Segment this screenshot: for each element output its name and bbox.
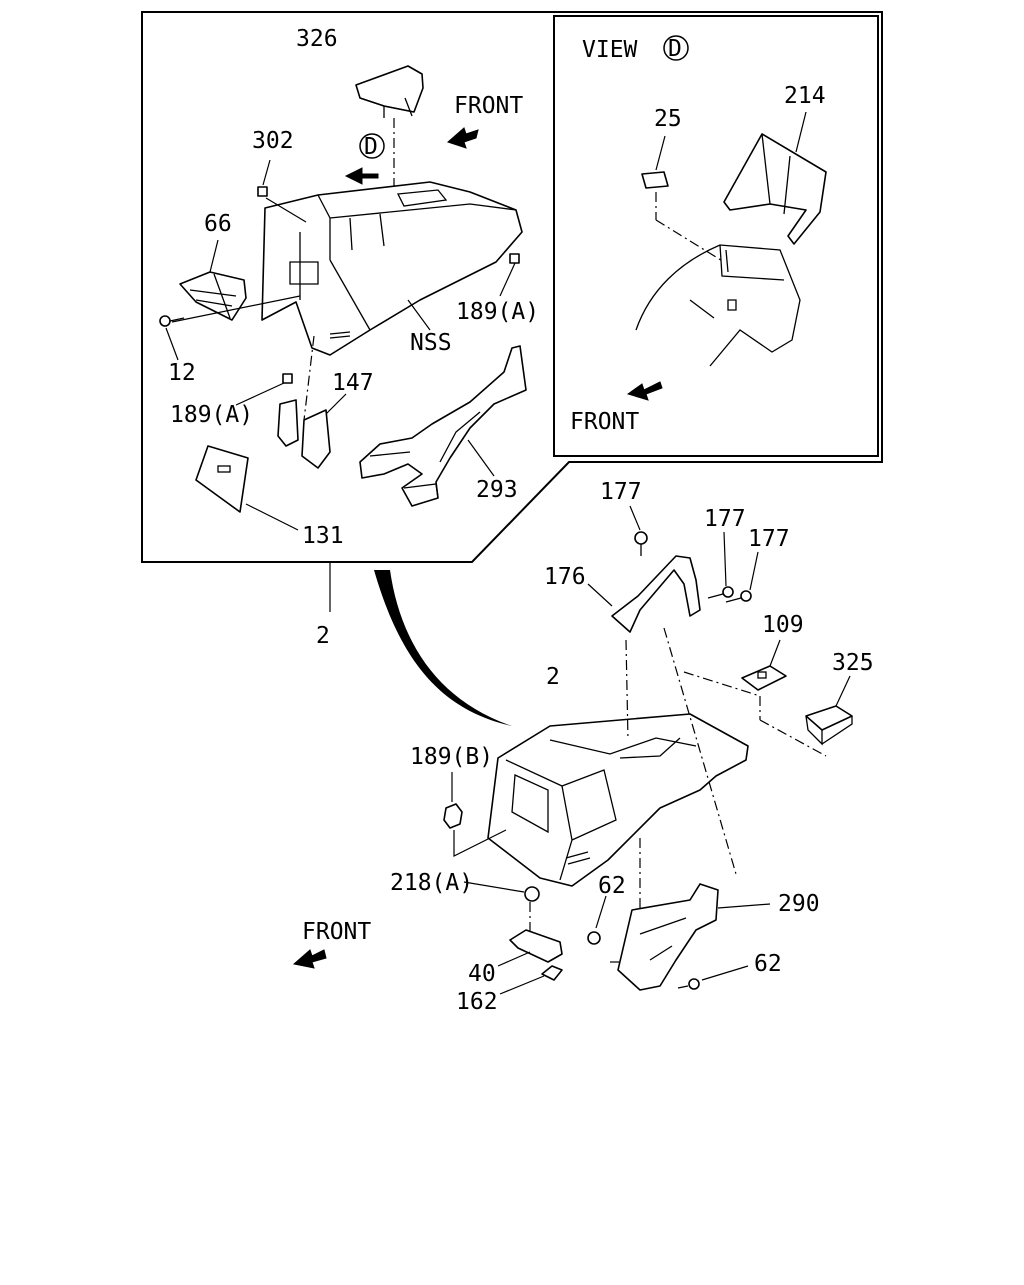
callout-218a: 218(A) [390, 870, 473, 896]
callout-189b: 189(B) [410, 744, 493, 770]
callout-293: 293 [476, 477, 518, 503]
duct-293 [359, 345, 527, 507]
bezel-325 [805, 705, 853, 746]
connection-curve [374, 570, 512, 726]
callout-12: 12 [168, 360, 196, 386]
clip-189a-lower [282, 373, 293, 384]
callout-325: 325 [832, 650, 874, 676]
callout-147: 147 [332, 370, 374, 396]
switch-109 [741, 665, 787, 691]
callout-109: 109 [762, 612, 804, 638]
nut-189b [443, 803, 463, 829]
callout-189a-lower: 189(A) [170, 402, 253, 428]
bolt-218a [524, 886, 540, 902]
callout-189a-upper: 189(A) [456, 299, 539, 325]
callout-62-a: 62 [598, 873, 626, 899]
bar-176 [611, 555, 701, 633]
svg-text:D: D [364, 134, 378, 160]
clip-25 [641, 171, 669, 189]
screw-177-b [707, 586, 734, 599]
view-marker-icon [663, 35, 689, 61]
clip-189a-upper [509, 253, 520, 264]
front-arrow-icon [626, 381, 663, 401]
callout-177-c: 177 [748, 526, 790, 552]
screw-62-a [587, 931, 601, 945]
callout-302: 302 [252, 128, 294, 154]
lid-326 [355, 65, 424, 118]
console-nss [261, 181, 523, 356]
front-label-inset: FRONT [570, 409, 639, 435]
view-label: VIEW [582, 37, 638, 63]
callout-40: 40 [468, 961, 496, 987]
callout-290: 290 [778, 891, 820, 917]
view-d-inset-frame [553, 15, 879, 457]
callout-62-b: 62 [754, 951, 782, 977]
callout-177-a: 177 [600, 479, 642, 505]
callout-162: 162 [456, 989, 498, 1015]
callout-326: 326 [296, 26, 338, 52]
bracket-40 [509, 929, 563, 963]
callout-nss: NSS [410, 330, 452, 356]
screw-177-a [634, 531, 648, 556]
callout-214: 214 [784, 83, 826, 109]
screw-12 [159, 315, 185, 327]
screw-62-b [677, 978, 700, 990]
callout-2-left: 2 [316, 623, 330, 649]
front-label-bottom: FRONT [302, 919, 371, 945]
bezel-66 [179, 271, 247, 321]
clip-302 [257, 186, 268, 197]
bracket-147 [277, 399, 331, 469]
console-main-2 [487, 713, 749, 887]
front-arrow-icon [447, 127, 479, 149]
bracket-290 [617, 883, 719, 991]
mat-131 [195, 445, 249, 513]
tray-214 [723, 133, 827, 245]
front-arrow-icon [292, 949, 327, 969]
callout-176: 176 [544, 564, 586, 590]
front-label-top: FRONT [454, 93, 523, 119]
inset-console [635, 244, 801, 367]
view-marker-icon: D [344, 133, 385, 185]
callout-177-b: 177 [704, 506, 746, 532]
callout-25: 25 [654, 106, 682, 132]
view-marker-text: D [668, 36, 682, 62]
callout-66: 66 [204, 211, 232, 237]
callout-2-main: 2 [546, 664, 560, 690]
screw-177-c [725, 590, 752, 603]
detail-frame [141, 11, 883, 563]
pad-162 [541, 965, 563, 981]
callout-131: 131 [302, 523, 344, 549]
